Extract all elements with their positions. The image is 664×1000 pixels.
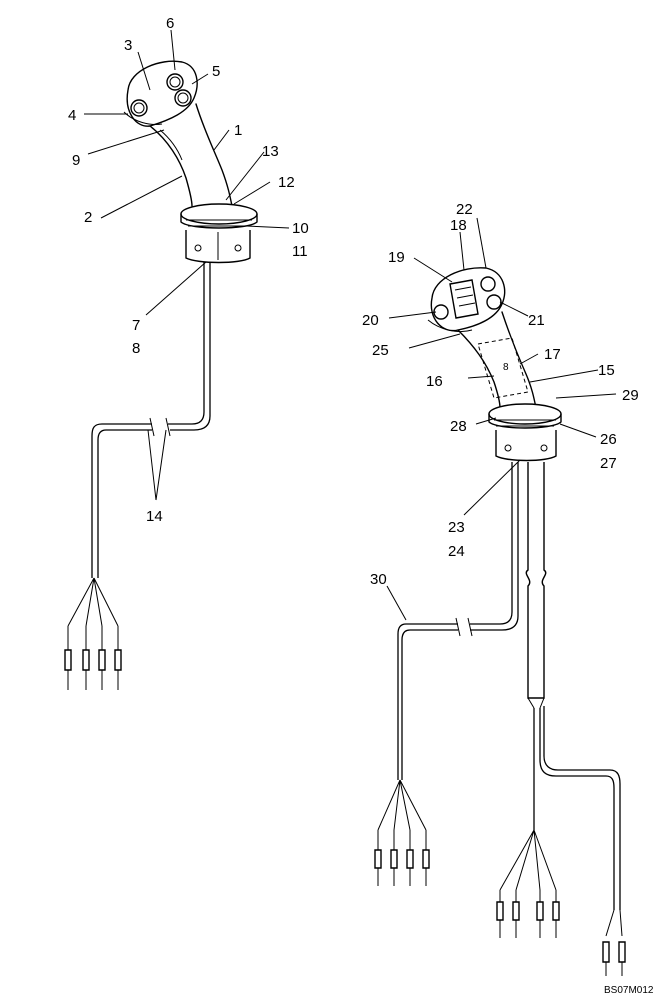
callout-19: 19 xyxy=(388,249,405,266)
callout-15: 15 xyxy=(598,362,615,379)
callout-17: 17 xyxy=(544,346,561,363)
callout-8: 8 xyxy=(132,340,140,357)
callout-12: 12 xyxy=(278,174,295,191)
callout-9: 9 xyxy=(72,152,80,169)
callout-23: 23 xyxy=(448,519,465,536)
left-terminal-2 xyxy=(82,649,90,671)
left-boot-ring xyxy=(180,203,258,225)
callout-25: 25 xyxy=(372,342,389,359)
right-button-upper xyxy=(480,276,496,292)
callout-3: 3 xyxy=(124,37,132,54)
right-button-left xyxy=(433,304,449,320)
right-base-block xyxy=(495,430,557,462)
left-terminal-4 xyxy=(114,649,122,671)
right-boot-ring xyxy=(488,403,562,425)
callout-22: 22 xyxy=(456,201,473,218)
left-grip xyxy=(149,103,233,207)
callout-2: 2 xyxy=(84,209,92,226)
callout-26: 26 xyxy=(600,431,617,448)
callout-16: 16 xyxy=(426,373,443,390)
callout-30: 30 xyxy=(370,571,387,588)
right-cable-b xyxy=(525,462,547,699)
right-grip xyxy=(457,311,537,409)
callout-14: 14 xyxy=(146,508,163,525)
left-button-left xyxy=(130,99,148,117)
callout-24: 24 xyxy=(448,543,465,560)
right-internal-board xyxy=(477,337,529,399)
left-terminal-3 xyxy=(98,649,106,671)
callout-20: 20 xyxy=(362,312,379,329)
callout-7: 7 xyxy=(132,317,140,334)
left-button-right xyxy=(174,89,192,107)
callout-5: 5 xyxy=(212,63,220,80)
left-button-upper xyxy=(166,73,184,91)
callout-labels: 1 2 3 4 5 6 7 8 9 10 11 12 13 14 15 16 1… xyxy=(68,15,639,588)
callout-21: 21 xyxy=(528,312,545,329)
left-cable xyxy=(91,262,211,578)
callout-29: 29 xyxy=(622,387,639,404)
callout-18: 18 xyxy=(450,217,467,234)
right-button-right xyxy=(486,294,502,310)
callout-6: 6 xyxy=(166,15,174,32)
callout-11: 11 xyxy=(292,243,308,260)
leader-lines xyxy=(84,29,617,621)
callout-1: 1 xyxy=(234,122,242,139)
callout-28: 28 xyxy=(450,418,467,435)
right-cable-a xyxy=(397,462,519,780)
callout-27: 27 xyxy=(600,455,617,472)
svg-text:8: 8 xyxy=(503,362,509,373)
right-joystick: 8 xyxy=(374,267,626,976)
left-joystick xyxy=(64,60,258,690)
callout-13: 13 xyxy=(262,143,279,160)
callout-4: 4 xyxy=(68,107,76,124)
callout-10: 10 xyxy=(292,220,309,237)
drawing-code: BS07M012 xyxy=(604,985,654,996)
left-terminal-1 xyxy=(64,649,72,671)
